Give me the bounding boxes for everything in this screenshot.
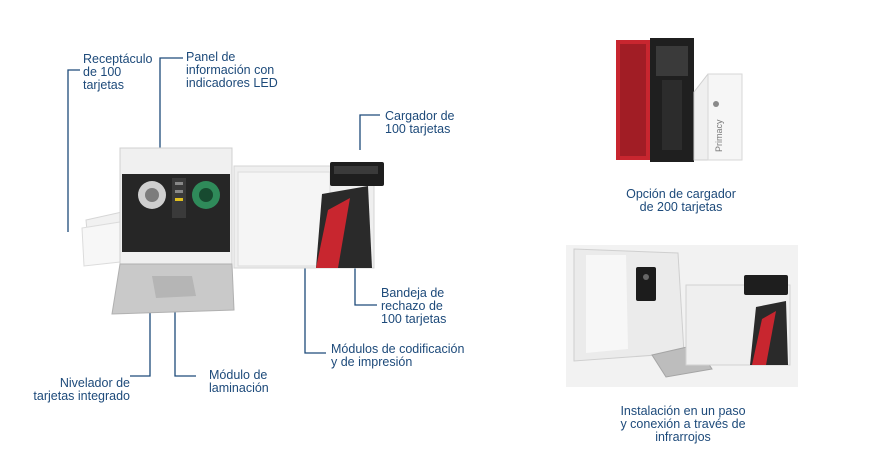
label-line: tarjetas [83, 78, 124, 92]
leader-receptaculo [67, 69, 80, 232]
label-line: Nivelador de [59, 376, 130, 390]
label-cargador100: Cargador de 100 tarjetas [385, 110, 455, 136]
label-line: Panel de [186, 50, 236, 64]
label-receptaculo: Receptáculo de 100 tarjetas [83, 53, 153, 92]
label-line: Módulo de [209, 368, 268, 382]
label-line: laminación [209, 381, 269, 395]
label-line: Módulos de codificación [331, 342, 465, 356]
label-laminacion: Módulo de laminación [209, 369, 269, 395]
label-line: de 100 [83, 65, 122, 79]
label-line: Cargador de [385, 109, 455, 123]
label-modulos: Módulos de codificación y de impresión [331, 343, 464, 369]
leader-modulos [304, 255, 326, 354]
label-panel: Panel de información con indicadores LED [186, 51, 278, 90]
label-line: Instalación en un paso [620, 404, 746, 418]
leader-cargador100 [359, 114, 380, 150]
label-line: de 200 tarjetas [639, 200, 723, 214]
label-line: Opción de cargador [626, 187, 736, 201]
label-bandeja: Bandeja de rechazo de 100 tarjetas [381, 287, 446, 326]
label-line: 100 tarjetas [381, 312, 447, 326]
label-line: y conexión a través de [620, 417, 746, 431]
printer-200-loader-image: Primacy [616, 38, 743, 162]
leader-panel [159, 57, 183, 172]
label-line: y de impresión [331, 355, 413, 369]
label-instalacion: Instalación en un paso y conexión a trav… [598, 405, 768, 444]
main-printer-image [81, 147, 384, 315]
label-line: indicadores LED [186, 76, 278, 90]
label-line: Receptáculo [83, 52, 153, 66]
label-line: información con [186, 63, 275, 77]
label-line: infrarrojos [655, 430, 711, 444]
label-line: tarjetas integrado [33, 389, 130, 403]
label-line: 100 tarjetas [385, 122, 451, 136]
label-nivelador: Nivelador de tarjetas integrado [18, 377, 130, 403]
label-line: rechazo de [381, 299, 443, 313]
label-line: Bandeja de [381, 286, 445, 300]
label-opcion200: Opción de cargador de 200 tarjetas [606, 188, 756, 214]
printer-brand-text: Primacy [714, 119, 724, 152]
printer-install-image [566, 245, 798, 387]
